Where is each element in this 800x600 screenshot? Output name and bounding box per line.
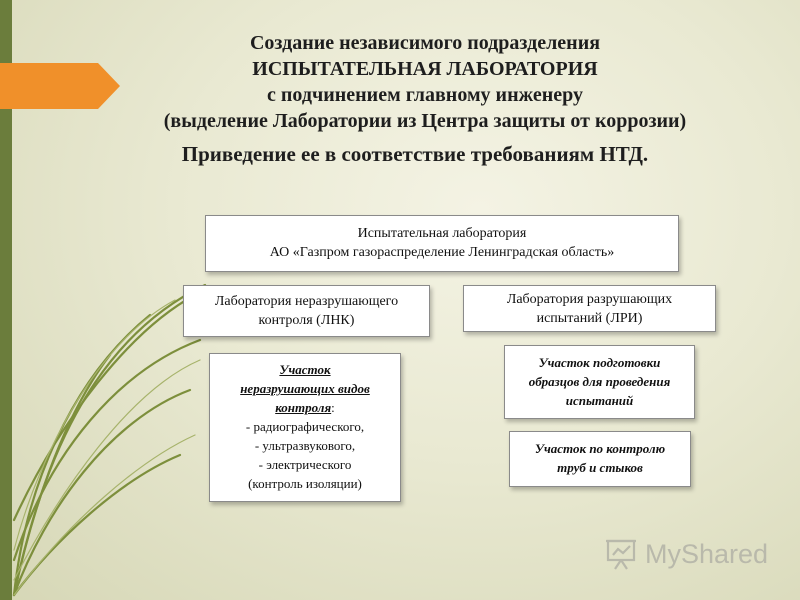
title-line-3: с подчинением главному инженеру <box>267 84 583 106</box>
pipes-line-1: Участок по контролю <box>534 441 666 456</box>
slide-title: Создание независимого подразделения ИСПЫ… <box>80 30 770 134</box>
sample-preparation-box: Участок подготовки образцов для проведен… <box>504 345 695 419</box>
test-laboratory-box: Испытательная лаборатория АО «Газпром га… <box>205 215 679 272</box>
left-accent-bar <box>0 0 12 600</box>
samples-line-2: образцов для проведения <box>528 374 671 389</box>
pipe-control-box: Участок по контролю труб и стыков <box>509 431 691 487</box>
samples-line-3: испытаний <box>565 393 634 408</box>
ndt-heading-line-1: Участок <box>279 362 331 377</box>
ndt-item-ultrasonic: - ультразвукового, <box>254 438 356 453</box>
grass-decoration <box>12 283 207 597</box>
ndt-item-radiographic: - радиографического, <box>245 419 365 434</box>
lnk-line-2: контроля (ЛНК) <box>258 313 355 328</box>
ndt-heading-line-3: контроля <box>275 400 332 415</box>
lnk-laboratory-box: Лаборатория неразрушающего контроля (ЛНК… <box>183 285 430 337</box>
title-line-2: ИСПЫТАТЕЛЬНАЯ ЛАБОРАТОРИЯ <box>252 58 598 80</box>
ndt-section-box: Участок неразрушающих видов контроля: - … <box>209 353 401 502</box>
myshared-watermark: MyShared <box>605 537 768 571</box>
test-laboratory-line-2: АО «Газпром газораспределение Ленинградс… <box>269 245 615 260</box>
lnk-line-1: Лаборатория неразрушающего <box>214 294 399 309</box>
ndt-heading-colon: : <box>331 400 335 415</box>
lri-laboratory-box: Лаборатория разрушающих испытаний (ЛРИ) <box>463 285 716 332</box>
samples-line-1: Участок подготовки <box>538 355 661 370</box>
orange-arrow-decoration <box>0 63 120 109</box>
title-line-1: Создание независимого подразделения <box>249 32 601 54</box>
pipes-line-2: труб и стыков <box>557 460 643 475</box>
test-laboratory-line-1: Испытательная лаборатория <box>357 226 527 241</box>
slide-subtitle: Приведение ее в соответствие требованиям… <box>181 142 649 166</box>
ndt-item-electric: - электрического <box>258 457 352 472</box>
ndt-heading-line-2: неразрушающих видов <box>240 381 370 396</box>
lri-line-2: испытаний (ЛРИ) <box>536 311 643 326</box>
lri-line-1: Лаборатория разрушающих <box>506 292 673 307</box>
watermark-text: MyShared <box>645 538 769 569</box>
presentation-board-icon <box>606 539 636 570</box>
title-line-4: (выделение Лаборатории из Центра защиты … <box>163 110 687 132</box>
ndt-item-insulation: (контроль изоляции) <box>248 476 362 491</box>
